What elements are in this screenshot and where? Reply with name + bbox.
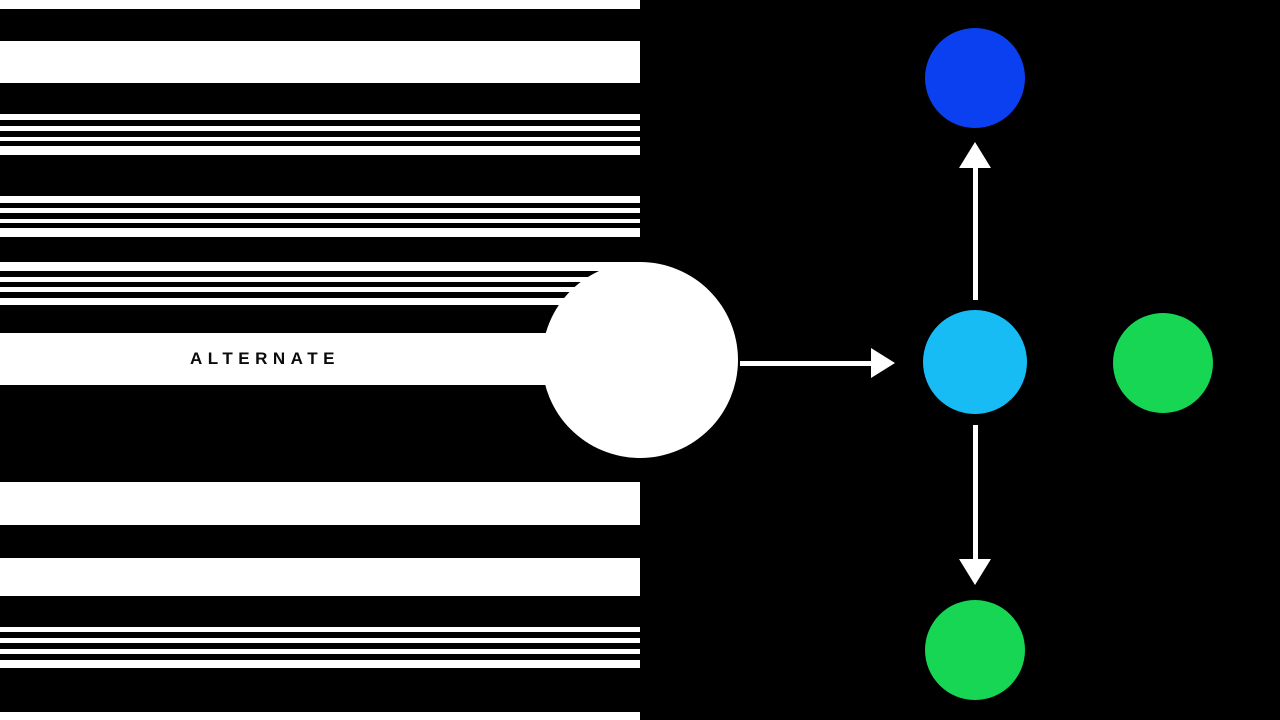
arrow-down-head-icon xyxy=(959,559,991,585)
stripe-1 xyxy=(0,41,640,83)
arrow-up xyxy=(959,142,991,300)
node-graph-panel xyxy=(640,0,1280,720)
alternate-label: ALTERNATE xyxy=(190,349,340,368)
stripe-3 xyxy=(0,126,640,131)
stripe-16 xyxy=(0,558,640,596)
stripe-10 xyxy=(0,262,640,271)
white-circle xyxy=(542,262,738,458)
stripe-5 xyxy=(0,146,640,155)
stripe-8 xyxy=(0,219,640,223)
stripe-2 xyxy=(0,114,640,120)
stripe-14 xyxy=(0,333,640,385)
arrow-right xyxy=(740,348,895,378)
stripe-19 xyxy=(0,649,640,654)
stripe-7 xyxy=(0,208,640,213)
node-green-bottom[interactable] xyxy=(925,600,1025,700)
node-blue[interactable] xyxy=(925,28,1025,128)
stripe-0 xyxy=(0,0,640,9)
arrow-down-shaft xyxy=(972,425,978,563)
stripe-21 xyxy=(0,712,640,720)
stripe-20 xyxy=(0,660,640,668)
stripe-18 xyxy=(0,638,640,643)
stripe-13 xyxy=(0,298,640,305)
stripe-9 xyxy=(0,228,640,237)
arrow-right-head-icon xyxy=(871,348,895,378)
arrow-up-shaft xyxy=(972,164,978,300)
striped-panel xyxy=(0,0,640,720)
stripe-11 xyxy=(0,277,640,282)
stripe-6 xyxy=(0,196,640,203)
stripe-17 xyxy=(0,627,640,632)
arrow-down xyxy=(959,425,991,585)
node-cyan[interactable] xyxy=(923,310,1027,414)
stripe-15 xyxy=(0,482,640,525)
arrow-right-shaft xyxy=(740,360,873,366)
stripe-12 xyxy=(0,287,640,292)
stripe-4 xyxy=(0,137,640,141)
arrow-up-head-icon xyxy=(959,142,991,168)
node-green-right[interactable] xyxy=(1113,313,1213,413)
